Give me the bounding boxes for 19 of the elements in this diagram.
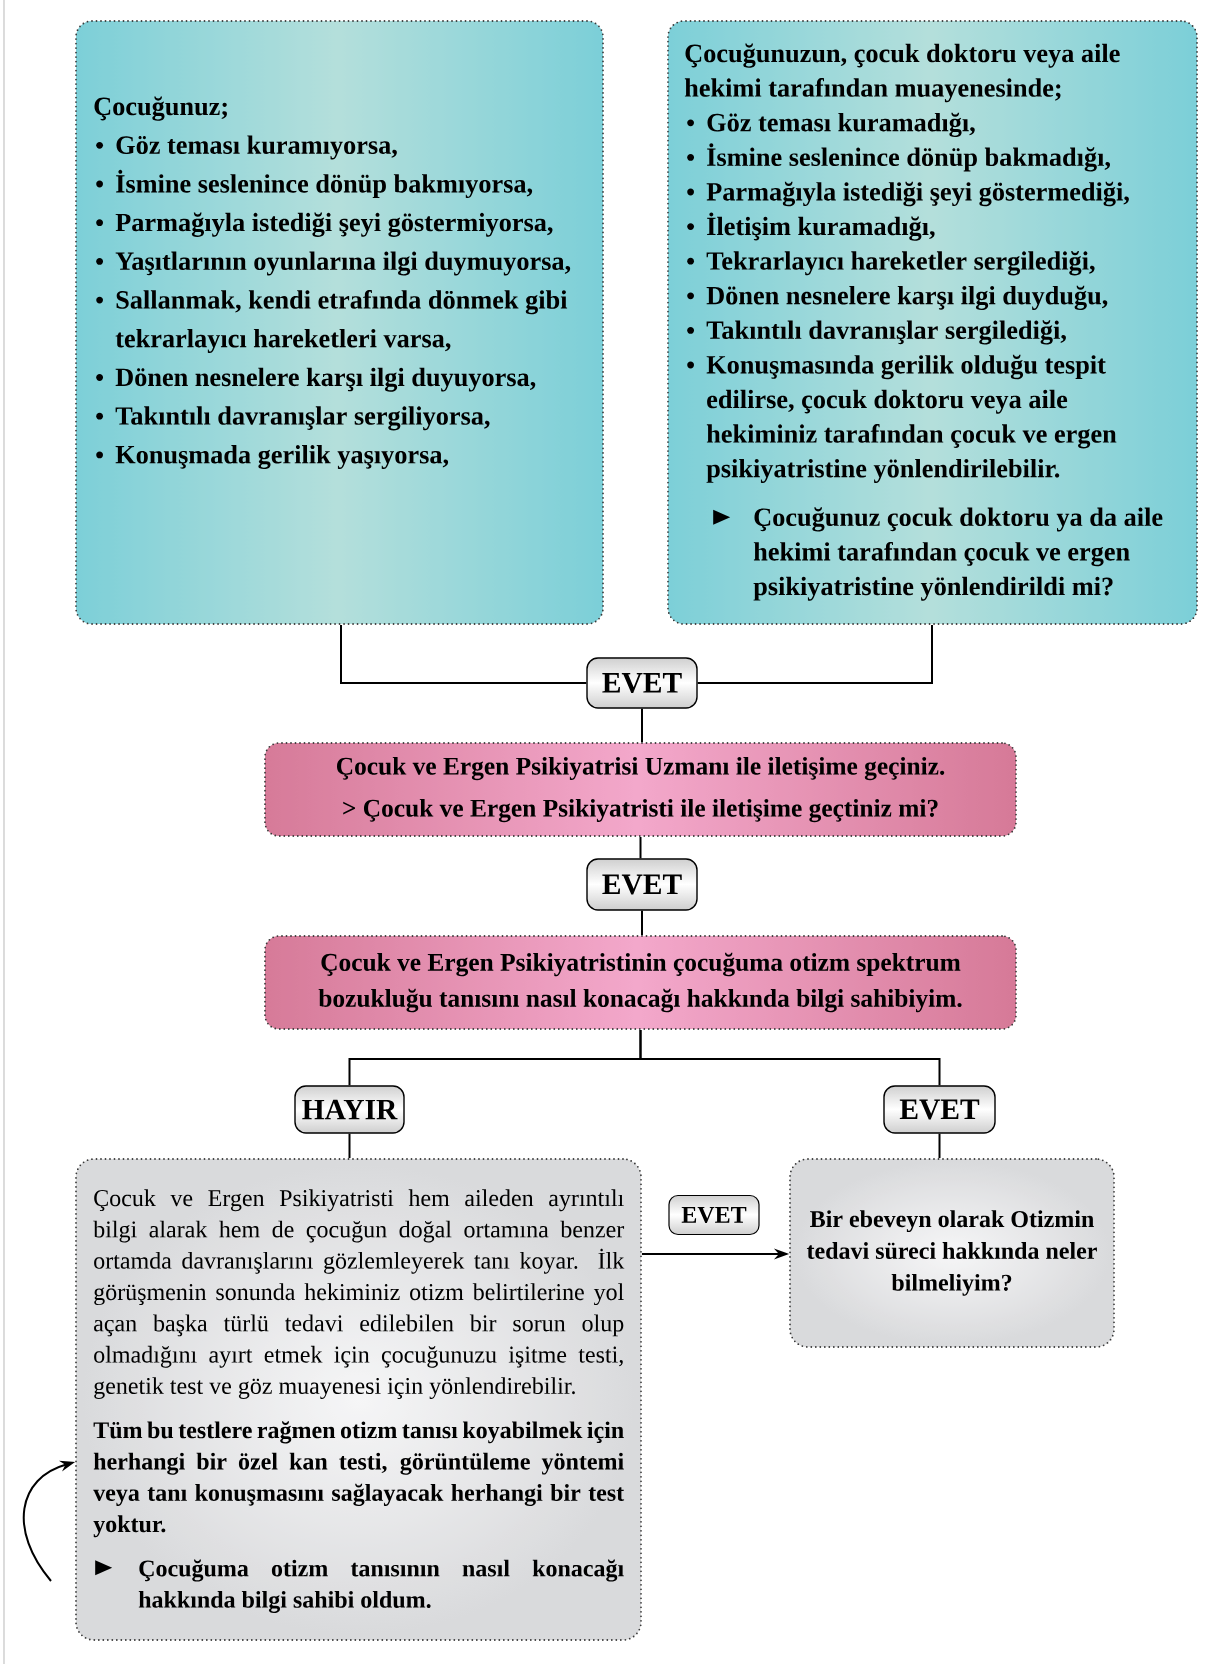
connector xyxy=(639,835,642,860)
answer-box: EVET xyxy=(586,858,698,911)
connector xyxy=(696,623,933,684)
answer-box: HAYIR xyxy=(294,1085,405,1134)
answer-box: EVET xyxy=(586,657,698,709)
info-box: Bir ebeveyn olarak Otizmin tedavi süreci hakkında neler bilmeliyim? xyxy=(789,1158,1115,1348)
step-box: Çocuk ve Ergen Psikiyatristinin çocuğuma otizm spektrum bozukluğu tanısını nasıl konacağı hakkında bilgi sahibiyim. xyxy=(264,935,1017,1030)
connector xyxy=(348,1132,351,1160)
info-box: Çocuk ve Ergen Psikiyatristi hem aileden ayrıntılı bilgi alarak hem de çocuğun doğal ortamına benzer ortamda davranışlarını gözlemleyerek tanı koyar. İlk görüşmenin sonunda hekiminiz otizm belirtilerine yol açan başka türlü tedavi edilebilen bir sorun olup olmadığını ayırt etmek için çocuğunuzu işitme testi, genetik test ve göz muayenesi için yönlendirebilir. Tüm bu testlere rağmen otizm tanısı koyabilmek için herhangi bir özel kan testi, görüntüleme yöntemi veya tanı konuşmasını sağlayacak herhangi bir test yoktur. Çocuğuma otizm tanısının nasıl konacağı hakkında bilgi sahibi oldum. xyxy=(75,1158,642,1641)
connector xyxy=(639,1028,941,1087)
connector xyxy=(938,1132,941,1160)
info-box: Çocuğunuz; Göz teması kuramıyorsa, İsmine seslenince dönüp bakmıyorsa, Parmağıyla istediği şeyi göstermiyorsa, Yaşıtlarının oyunlarına ilgi duymuyorsa, Sallanmak, kendi etrafında dönmek gibi tekrarlayıcı hareketleri varsa, Dönen nesnelere karşı ilgi duyuyorsa, Takıntılı davranışlar sergiliyorsa, Konuşmada gerilik yaşıyorsa, xyxy=(75,20,604,625)
info-box: Çocuğunuzun, çocuk doktoru veya aile hekimi tarafından muayenesinde; Göz teması kuramadığı, İsmine seslenince dönüp bakmadığı, Parmağıyla istediği şeyi göstermediği, İletişim kuramadığı, Tekrarlayıcı hareketler sergilediği, Dönen nesnelere karşı ilgi duyduğu, Takıntılı davranışlar sergilediği, Konuşmasında gerilik olduğu tespit edilirse, çocuk doktoru veya aile hekiminiz tarafından çocuk ve ergen psikiyatristine yönlendirilebilir. Çocuğunuz çocuk doktoru ya da aile hekimi tarafından çocuk ve ergen psikiyatristine yönlendirildi mi? xyxy=(667,20,1198,625)
step-box: Çocuk ve Ergen Psikiyatrisi Uzmanı ile iletişime geçiniz. > Çocuk ve Ergen Psikiyatristi ile iletişime geçtiniz mi? xyxy=(264,742,1017,837)
connector xyxy=(641,707,643,744)
edge-label: EVET xyxy=(668,1194,760,1236)
answer-box: EVET xyxy=(883,1085,996,1134)
connector xyxy=(340,623,588,684)
connector xyxy=(641,909,643,937)
